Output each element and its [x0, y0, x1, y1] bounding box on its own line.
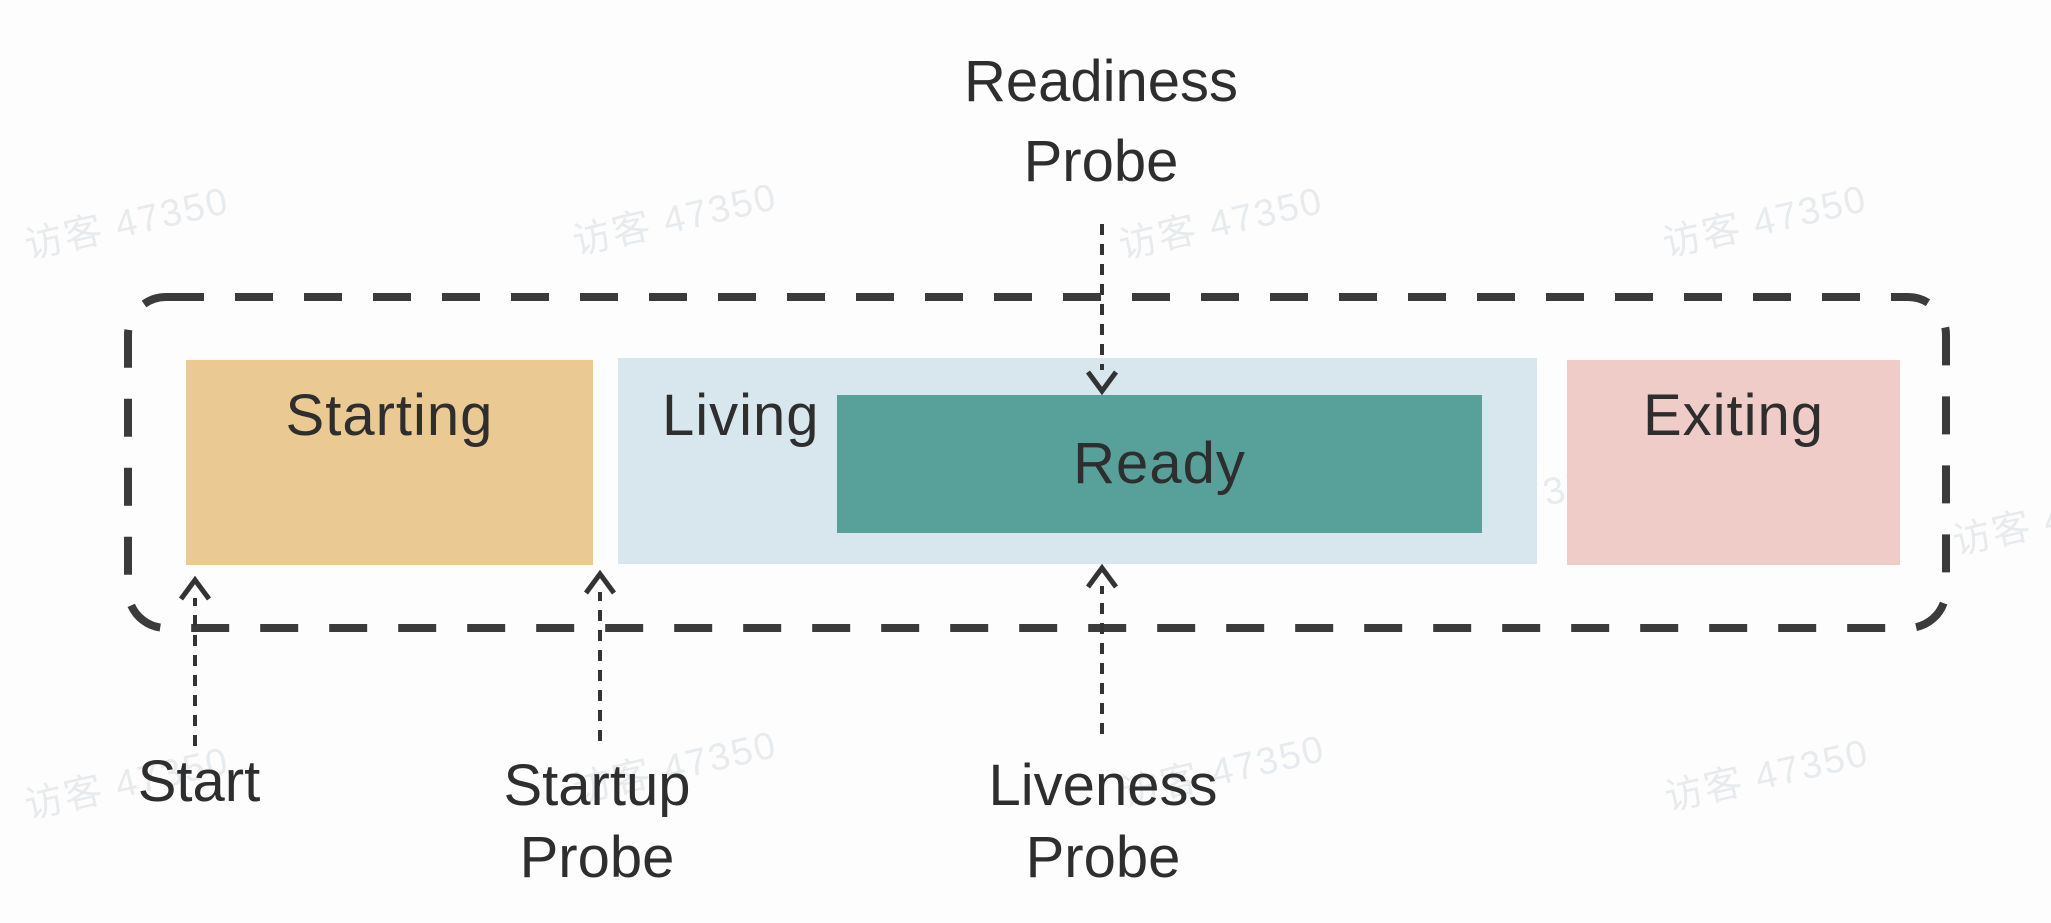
readiness-probe-label: Readiness Probe [964, 42, 1238, 202]
start-label-line1: Start [137, 749, 261, 814]
readiness-probe-label-line2: Probe [1023, 129, 1179, 194]
phase-label-ready: Ready [1073, 431, 1246, 496]
liveness-probe-label-line2: Probe [1025, 825, 1181, 890]
watermark-text: 访客 47350 [20, 180, 234, 268]
startup-probe-label-line1: Startup [503, 753, 691, 818]
watermark-text: 访客 47350 [568, 176, 782, 264]
readiness-probe-label-line1: Readiness [963, 49, 1239, 114]
phase-box-exiting: Exiting [1567, 360, 1900, 565]
liveness-probe-arrow [1085, 563, 1119, 734]
watermark-text: 访客 47350 [1658, 178, 1872, 266]
watermark-text: 访客 47350 [1948, 476, 2051, 564]
startup-probe-label: Startup Probe [504, 750, 691, 894]
liveness-probe-label-line1: Liveness [988, 753, 1218, 818]
phase-label-exiting: Exiting [1642, 383, 1825, 448]
liveness-probe-label: Liveness Probe [989, 750, 1218, 894]
phase-label-starting: Starting [285, 383, 494, 448]
start-label: Start [138, 750, 261, 814]
startup-probe-label-line2: Probe [519, 825, 675, 890]
watermark-text: 访客 47350 [1660, 732, 1874, 820]
startup-probe-arrow [583, 569, 617, 741]
phase-box-starting: Starting [186, 360, 593, 565]
phase-box-ready: Ready [837, 395, 1482, 533]
start-arrow [178, 575, 212, 746]
